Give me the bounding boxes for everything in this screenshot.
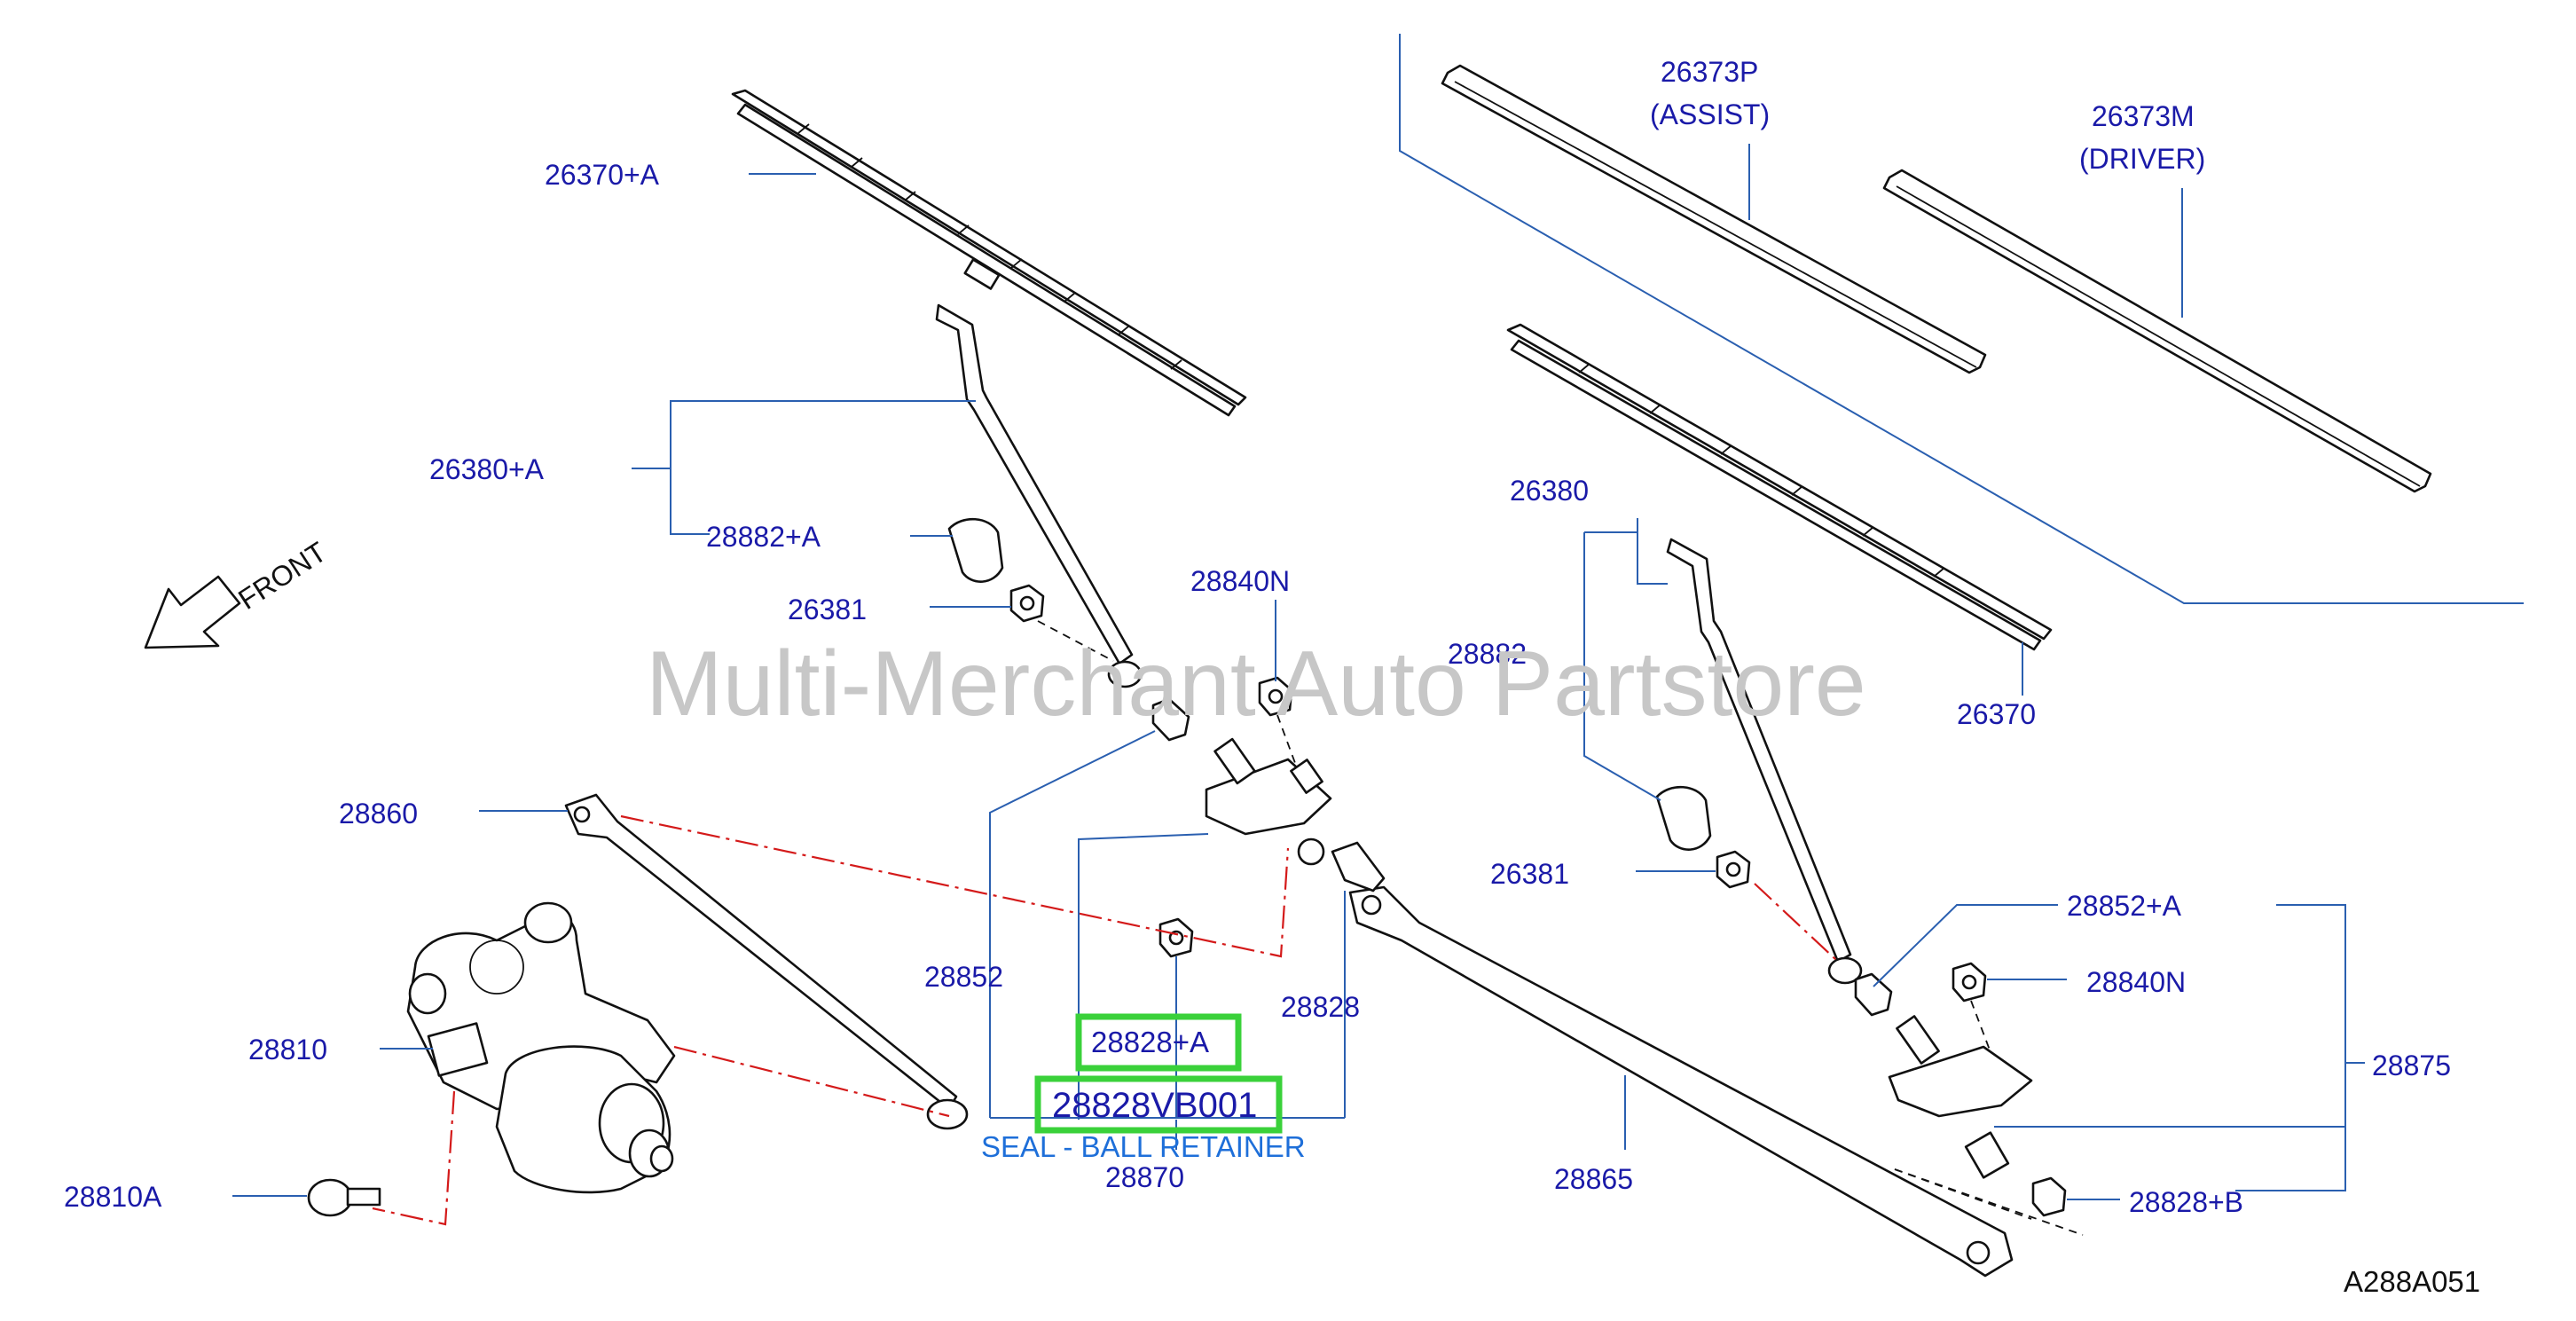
label-26380a[interactable]: 26380+A bbox=[429, 453, 545, 485]
label-28828[interactable]: 28828 bbox=[1281, 991, 1360, 1023]
section-boundary bbox=[1399, 34, 2524, 604]
front-arrow-icon bbox=[144, 575, 241, 649]
nut-28840n-top[interactable] bbox=[1258, 676, 1293, 717]
watermark: Multi-Merchant Auto Partstore bbox=[646, 633, 1866, 735]
label-28882[interactable]: 28882 bbox=[1448, 638, 1527, 670]
label-26381-right[interactable]: 26381 bbox=[1490, 858, 1569, 890]
wiper-blade-right[interactable] bbox=[1506, 323, 2053, 651]
pivot-left[interactable] bbox=[1205, 737, 1332, 866]
diagram-code: A288A051 bbox=[2344, 1265, 2480, 1298]
label-28860[interactable]: 28860 bbox=[339, 798, 418, 830]
drive-link-28828[interactable] bbox=[1331, 841, 1386, 892]
wiper-motor[interactable] bbox=[406, 901, 676, 1194]
part-description: SEAL - BALL RETAINER bbox=[981, 1130, 1306, 1163]
highlight-box-28828a bbox=[1075, 1013, 1242, 1072]
label-28840n-right[interactable]: 28840N bbox=[2086, 966, 2186, 998]
label-28865[interactable]: 28865 bbox=[1554, 1163, 1633, 1195]
wiper-arm-right[interactable] bbox=[1666, 538, 1863, 985]
blade-refill-driver[interactable] bbox=[1882, 169, 2432, 493]
label-28840n-top[interactable]: 28840N bbox=[1190, 565, 1290, 597]
label-26373m[interactable]: 26373M bbox=[2092, 100, 2195, 132]
bushing-left[interactable] bbox=[1151, 697, 1190, 742]
leader-lines bbox=[232, 144, 2365, 1200]
nut-28840n-right[interactable] bbox=[1952, 962, 1987, 1003]
link-rod-28860[interactable] bbox=[564, 793, 969, 1130]
label-26380[interactable]: 26380 bbox=[1510, 475, 1589, 507]
label-assist: (ASSIST) bbox=[1650, 98, 1770, 130]
label-driver: (DRIVER) bbox=[2079, 143, 2205, 175]
label-28810[interactable]: 28810 bbox=[248, 1034, 327, 1065]
arm-nut-right[interactable] bbox=[1716, 850, 1751, 889]
label-26370[interactable]: 26370 bbox=[1957, 698, 2036, 730]
label-26370a[interactable]: 26370+A bbox=[545, 159, 660, 191]
label-28828a[interactable]: 28828+A bbox=[1091, 1026, 1209, 1058]
bushing-right[interactable] bbox=[1854, 972, 1893, 1017]
motor-bolt[interactable] bbox=[307, 1178, 381, 1217]
ball-retainer-left[interactable] bbox=[1158, 917, 1194, 958]
label-28882a[interactable]: 28882+A bbox=[706, 521, 821, 553]
link-rod-28865[interactable] bbox=[1348, 885, 2014, 1278]
label-28875[interactable]: 28875 bbox=[2372, 1050, 2451, 1081]
label-28828vb001[interactable]: 28828VB001 bbox=[1052, 1086, 1257, 1125]
label-28852a[interactable]: 28852+A bbox=[2067, 890, 2182, 922]
arm-cap-right[interactable] bbox=[1655, 785, 1712, 851]
arm-nut-left[interactable] bbox=[1009, 584, 1045, 623]
label-28852[interactable]: 28852 bbox=[924, 961, 1003, 993]
wiper-blade-left[interactable] bbox=[731, 89, 1247, 417]
blade-refill-assist[interactable] bbox=[1441, 64, 1987, 374]
ball-retainer-right[interactable] bbox=[2031, 1176, 2067, 1217]
arm-cap-left[interactable] bbox=[947, 517, 1004, 583]
pivot-right[interactable] bbox=[1888, 1015, 2033, 1179]
label-28870[interactable]: 28870 bbox=[1105, 1161, 1184, 1193]
label-28810a[interactable]: 28810A bbox=[64, 1181, 162, 1213]
phantom-lines bbox=[372, 814, 1837, 1226]
label-28828b[interactable]: 28828+B bbox=[2129, 1186, 2243, 1218]
label-26373p[interactable]: 26373P bbox=[1661, 56, 1758, 88]
wiper-arm-left[interactable] bbox=[935, 303, 1143, 688]
label-26381-left[interactable]: 26381 bbox=[788, 594, 867, 625]
front-label: FRONT bbox=[232, 536, 332, 616]
highlight-box-28828vb001 bbox=[1034, 1075, 1283, 1134]
